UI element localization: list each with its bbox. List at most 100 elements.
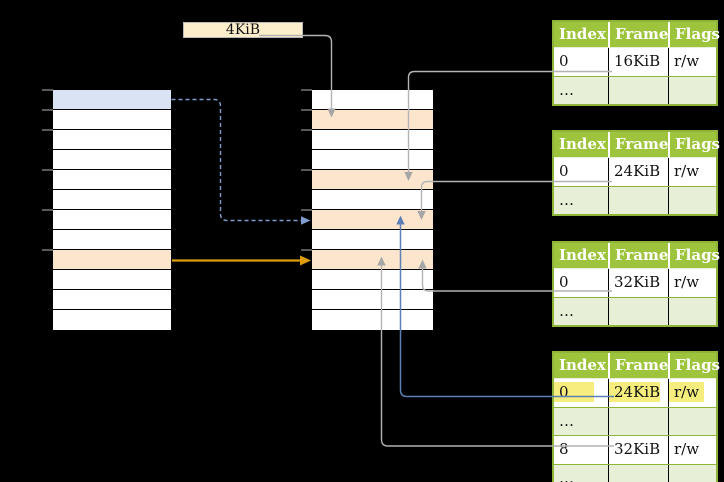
memory-row <box>312 290 433 310</box>
header-cell: Index <box>559 246 606 264</box>
frame-table-row: 0 24KiB r/w <box>554 378 716 407</box>
address-tick <box>301 169 312 171</box>
frame-table-cell <box>608 186 668 214</box>
memory-row <box>53 130 171 150</box>
memory-row-orange <box>312 250 433 270</box>
frame-table-cell: 24KiB <box>608 158 668 186</box>
memory-row <box>312 310 433 330</box>
frame-table-cell: … <box>559 190 574 209</box>
frame-table-cell: r/w <box>668 48 716 76</box>
memory-row <box>53 190 171 210</box>
memory-row <box>312 90 433 110</box>
memory-row-orange <box>312 170 433 190</box>
memory-row <box>53 230 171 250</box>
frame-table-cell <box>668 186 716 214</box>
frame-table-cell <box>608 464 668 482</box>
frame-table-row: … <box>554 463 716 482</box>
highlighted-value: r/w <box>669 382 704 402</box>
memory-column-left <box>52 89 172 331</box>
frame-table-cell <box>668 297 716 325</box>
address-tick <box>42 169 53 171</box>
memory-row-blue <box>53 90 171 110</box>
memory-column-middle <box>311 89 434 331</box>
header-cell: Flags <box>668 353 720 378</box>
header-cell: Flags <box>668 22 720 47</box>
highlighted-value: 0 <box>554 382 594 402</box>
frame-table-row: … <box>554 296 716 325</box>
memory-row-orange <box>53 250 171 270</box>
frame-table-cell: 0 <box>559 273 569 291</box>
frame-table-cell: … <box>559 301 574 320</box>
memory-row <box>53 210 171 230</box>
address-tick <box>42 89 53 91</box>
header-cell: Flags <box>668 243 720 268</box>
memory-row <box>53 110 171 130</box>
address-tick <box>42 209 53 211</box>
memory-row <box>312 230 433 250</box>
highlighted-value: 24KiB <box>609 382 660 402</box>
memory-row <box>312 270 433 290</box>
address-tick <box>301 129 312 131</box>
frame-table-cell <box>608 76 668 104</box>
arrowhead-right-dashed <box>301 216 311 225</box>
frame-table-cell: 16KiB <box>608 48 668 76</box>
memory-row-orange <box>312 110 433 130</box>
frame-table-cell: 0 <box>554 379 608 407</box>
frame-table-cell <box>668 407 716 435</box>
address-tick <box>42 109 53 111</box>
address-tick <box>42 129 53 131</box>
frame-table-cell: 8 <box>559 440 569 458</box>
frame-table-cell: 32KiB <box>608 269 668 297</box>
page-size-label: 4KiB <box>183 22 303 38</box>
frame-table-row: … <box>554 185 716 214</box>
header-cell: Frame <box>608 132 668 157</box>
memory-row <box>312 150 433 170</box>
frame-table-cell: r/w <box>668 379 716 407</box>
arrow-dashed-blue-row-to-middle <box>171 98 302 222</box>
address-tick <box>301 249 312 251</box>
memory-row <box>312 190 433 210</box>
frame-table-cell <box>668 76 716 104</box>
frame-table-cell: 0 <box>559 162 569 180</box>
address-tick <box>301 109 312 111</box>
frame-table-cell: 0 <box>559 52 569 70</box>
frame-table-cell: r/w <box>668 158 716 186</box>
address-tick <box>301 89 312 91</box>
memory-row <box>312 130 433 150</box>
frame-table-cell <box>608 297 668 325</box>
frame-table-cell <box>668 464 716 482</box>
memory-row <box>53 170 171 190</box>
header-cell: Frame <box>608 243 668 268</box>
frame-table-cell: … <box>559 80 574 99</box>
frame-table-row: … <box>554 75 716 104</box>
memory-row <box>53 150 171 170</box>
address-tick <box>301 209 312 211</box>
frame-table-row: … <box>554 406 716 435</box>
header-cell: Frame <box>608 353 668 378</box>
header-cell: Frame <box>608 22 668 47</box>
address-tick <box>42 249 53 251</box>
header-cell: Flags <box>668 132 720 157</box>
frame-table-cell: r/w <box>668 436 716 464</box>
memory-row <box>53 310 171 330</box>
frame-table-cell: … <box>559 411 574 430</box>
memory-row-orange <box>312 210 433 230</box>
header-cell: Index <box>559 25 606 43</box>
frame-table-cell: 24KiB <box>608 379 668 407</box>
memory-row <box>53 290 171 310</box>
memory-row <box>53 270 171 290</box>
header-cell: Index <box>559 135 606 153</box>
frame-table-cell <box>608 407 668 435</box>
